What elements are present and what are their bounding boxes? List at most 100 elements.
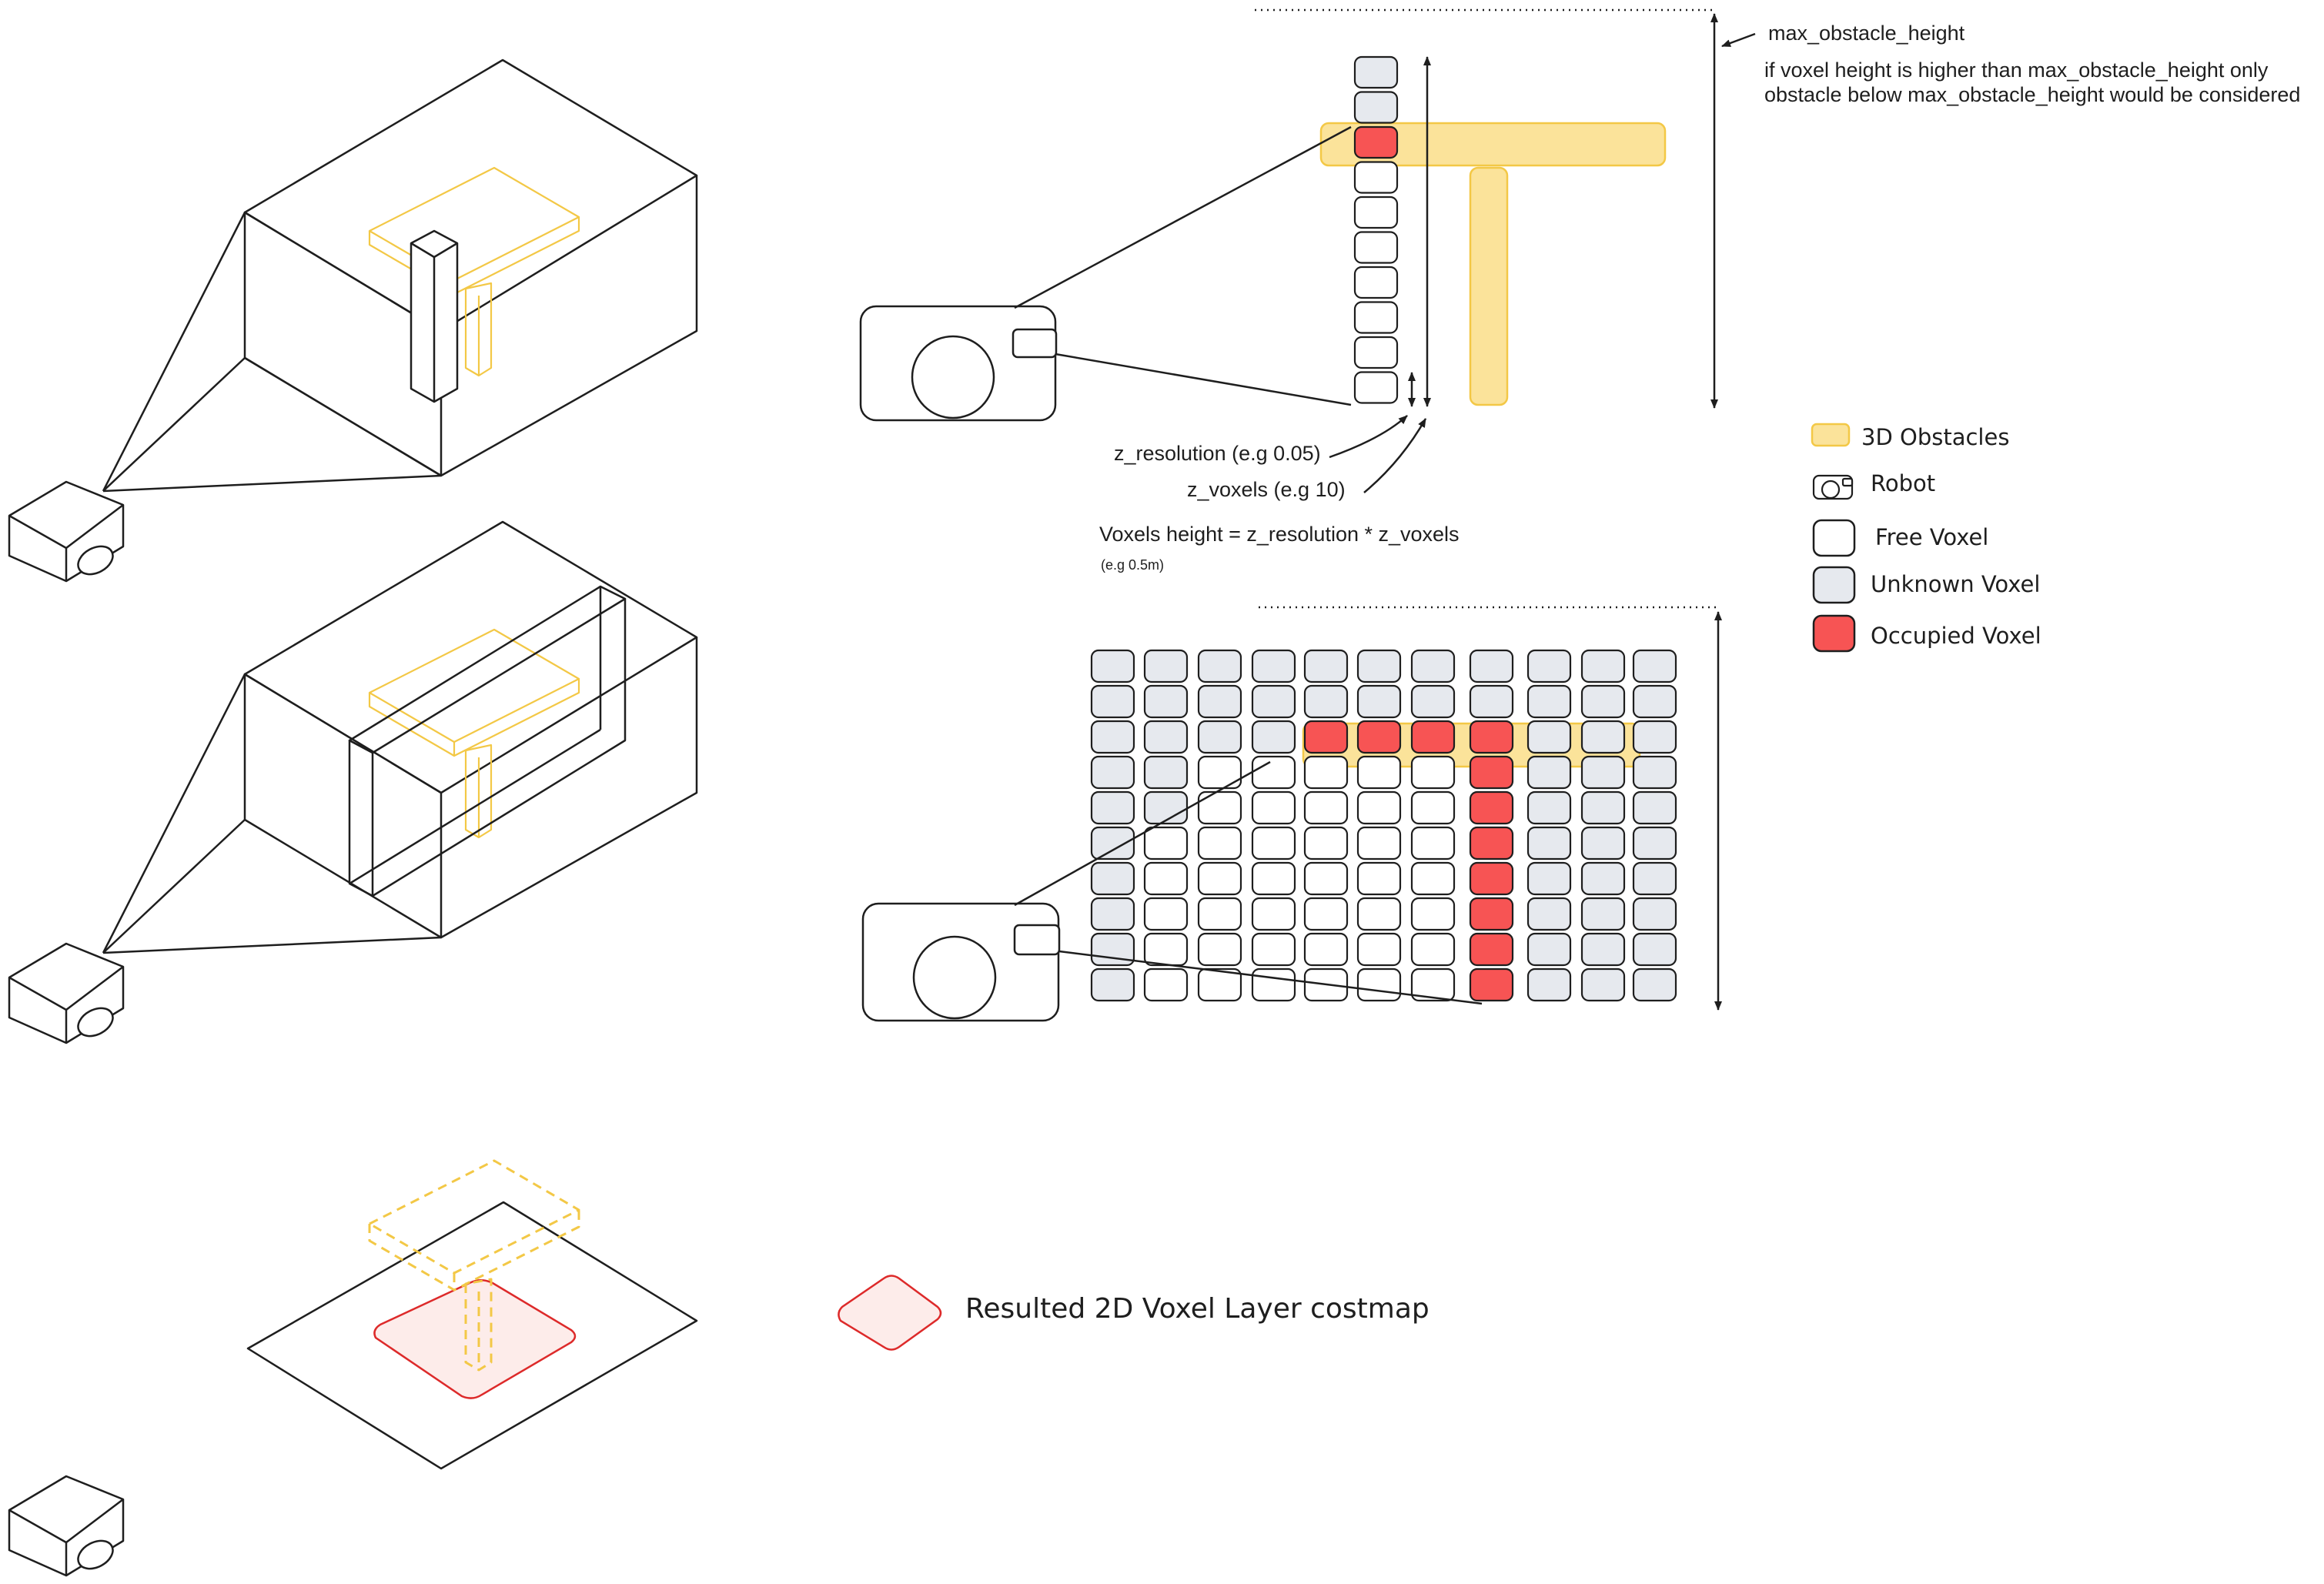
unknown-voxel xyxy=(1143,720,1189,754)
unknown-voxel xyxy=(1580,720,1626,754)
free-voxel xyxy=(1353,266,1399,299)
sensor-ray xyxy=(1055,353,1352,406)
free-voxel xyxy=(1303,932,1349,967)
free-voxel xyxy=(1251,897,1296,931)
unknown-voxel xyxy=(1303,684,1349,719)
unknown-voxel xyxy=(1526,684,1572,719)
occupied-voxel xyxy=(1410,720,1456,754)
free-voxel xyxy=(1143,932,1189,967)
legend-swatch-unknown xyxy=(1812,566,1856,604)
unknown-voxel xyxy=(1090,790,1135,825)
occupied-voxel xyxy=(1469,932,1514,967)
frustum-line xyxy=(102,819,246,954)
unknown-voxel xyxy=(1526,649,1572,683)
free-voxel xyxy=(1251,861,1296,896)
unknown-voxel xyxy=(1090,897,1135,931)
unknown-voxel xyxy=(1251,684,1296,719)
free-voxel xyxy=(1353,195,1399,229)
occupied-voxel xyxy=(1356,720,1402,754)
z-voxels-pointer xyxy=(1363,418,1427,493)
unknown-voxel xyxy=(1469,649,1514,683)
unknown-voxel xyxy=(1090,720,1135,754)
z-voxels-label: z_voxels (e.g 10) xyxy=(1187,478,1346,501)
free-voxel xyxy=(1353,336,1399,369)
free-voxel xyxy=(1356,861,1402,896)
unknown-voxel xyxy=(1303,649,1349,683)
voxels-height-formula: Voxels height = z_resolution * z_voxels xyxy=(1099,523,1460,546)
free-voxel xyxy=(1410,790,1456,825)
result-label: Resulted 2D Voxel Layer costmap xyxy=(965,1293,1430,1325)
free-voxel xyxy=(1197,861,1242,896)
box-top-face xyxy=(243,58,698,333)
free-voxel xyxy=(1410,755,1456,790)
legend-label-obstacles: 3D Obstacles xyxy=(1861,424,2009,450)
legend: 3D Obstacles Robot Free Voxel Unknown Vo… xyxy=(1811,423,2041,653)
free-voxel xyxy=(1197,967,1242,1002)
voxel-column xyxy=(1353,55,1399,404)
free-voxel xyxy=(1303,755,1349,790)
box-right-edge xyxy=(440,637,698,939)
free-voxel xyxy=(1197,897,1242,931)
free-voxel xyxy=(1410,861,1456,896)
robot-icon xyxy=(8,942,125,1044)
free-voxel xyxy=(1303,861,1349,896)
occupied-voxel xyxy=(1469,967,1514,1002)
box-right-edge xyxy=(440,175,698,477)
unknown-voxel xyxy=(1356,649,1402,683)
free-voxel xyxy=(1356,826,1402,861)
unknown-voxel xyxy=(1580,649,1626,683)
unknown-voxel xyxy=(1632,755,1677,790)
unknown-voxel xyxy=(1526,932,1572,967)
unknown-voxel xyxy=(1632,897,1677,931)
unknown-voxel xyxy=(1090,755,1135,790)
legend-swatch-free xyxy=(1812,519,1856,557)
free-voxel xyxy=(1251,755,1296,790)
unknown-voxel xyxy=(1632,967,1677,1002)
unknown-voxel xyxy=(1526,755,1572,790)
robot-icon xyxy=(8,480,125,583)
unknown-voxel xyxy=(1526,967,1572,1002)
sensor-ray xyxy=(1058,950,1483,1005)
robot-icon xyxy=(8,1475,125,1577)
obstacle-horizontal-bar xyxy=(1319,122,1667,167)
free-voxel xyxy=(1251,790,1296,825)
unknown-voxel xyxy=(1526,861,1572,896)
unknown-voxel xyxy=(1090,649,1135,683)
occupied-voxel xyxy=(1469,790,1514,825)
scene-3-costmap-footprint xyxy=(373,1279,577,1399)
camera-icon xyxy=(861,902,1061,1022)
free-voxel xyxy=(1353,301,1399,334)
unknown-voxel xyxy=(1353,91,1399,124)
frustum-line xyxy=(102,212,246,492)
unknown-voxel xyxy=(1410,649,1456,683)
free-voxel xyxy=(1356,790,1402,825)
free-voxel xyxy=(1303,826,1349,861)
occupied-voxel xyxy=(1469,720,1514,754)
scene-2-table-obstacle xyxy=(368,628,580,839)
unknown-voxel xyxy=(1632,790,1677,825)
max-height-pointer-arrow xyxy=(1721,32,1756,48)
occupied-voxel xyxy=(1469,861,1514,896)
box-top-face xyxy=(243,520,698,794)
frustum-line xyxy=(102,474,442,493)
max-obstacle-height-label: max_obstacle_height xyxy=(1768,22,1965,45)
free-voxel xyxy=(1353,371,1399,404)
legend-swatch-obstacles xyxy=(1811,423,1851,447)
free-voxel xyxy=(1251,932,1296,967)
unknown-voxel xyxy=(1632,932,1677,967)
scene-1-voxel-column xyxy=(410,229,459,403)
scene-1-perspective-box xyxy=(102,58,698,493)
unknown-voxel xyxy=(1090,826,1135,861)
voxel-grid xyxy=(1090,649,1677,1002)
unknown-voxel xyxy=(1251,720,1296,754)
unknown-voxel xyxy=(1197,649,1242,683)
free-voxel xyxy=(1197,790,1242,825)
unknown-voxel xyxy=(1143,649,1189,683)
unknown-voxel xyxy=(1580,932,1626,967)
free-voxel xyxy=(1410,826,1456,861)
legend-label-free: Free Voxel xyxy=(1875,524,1988,550)
unknown-voxel xyxy=(1143,684,1189,719)
unknown-voxel xyxy=(1353,55,1399,89)
scene-2-voxel-slab xyxy=(348,585,627,897)
box-hidden-edge xyxy=(244,356,442,477)
